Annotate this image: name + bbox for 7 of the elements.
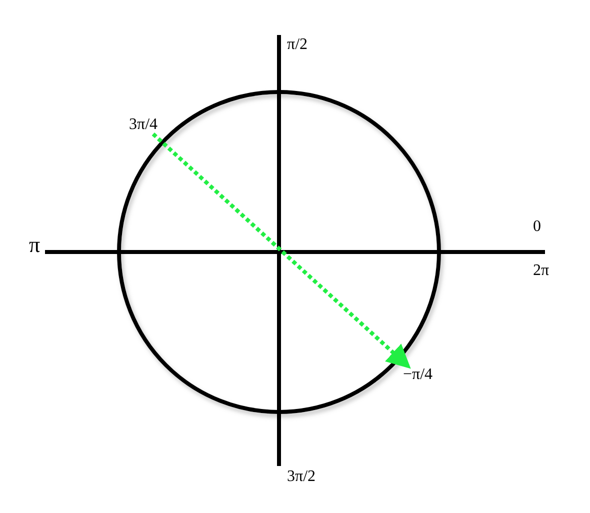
angle-label: 0 <box>532 218 542 236</box>
angle-label: 2π <box>532 262 550 280</box>
angle-label: 3π/2 <box>286 468 317 486</box>
angle-label: −π/4 <box>402 366 434 384</box>
angle-label: π <box>28 236 42 254</box>
angle-label: π/2 <box>286 36 309 54</box>
angle-label: 3π/4 <box>128 116 159 134</box>
